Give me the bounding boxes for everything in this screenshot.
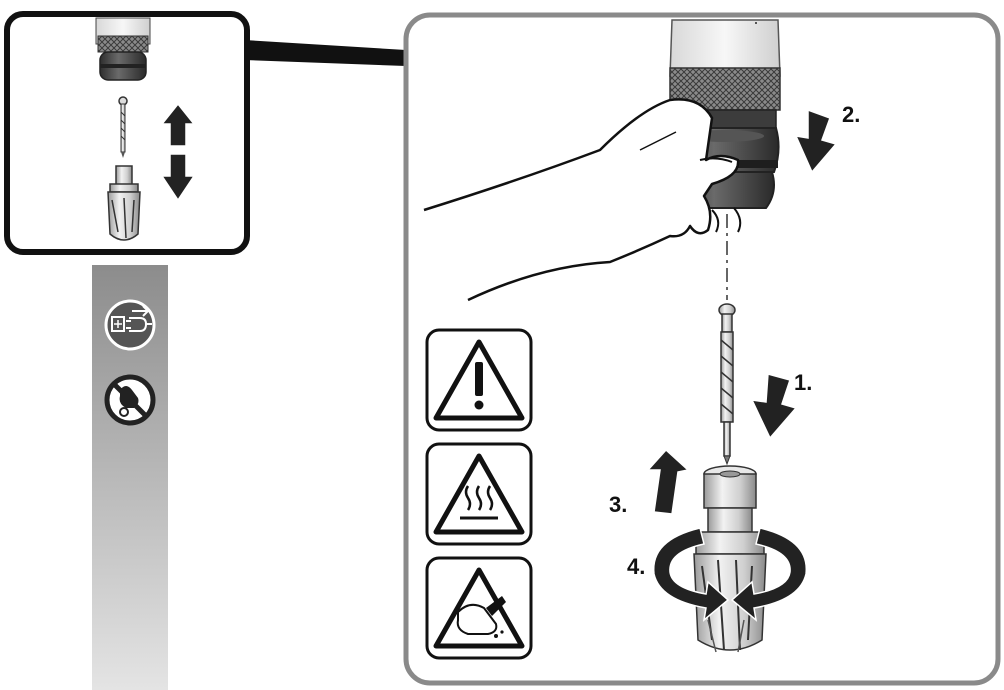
inset-up-down-arrows-icon <box>160 102 196 202</box>
general-warning-icon <box>425 328 533 432</box>
step-4-rotate-arrows-icon <box>653 527 807 622</box>
step-1-down-arrow-icon <box>750 373 798 440</box>
inset-panel <box>4 11 250 255</box>
step-1-label: 1. <box>794 370 813 395</box>
hand-illustration <box>423 98 742 302</box>
step-3-label: 3. <box>609 492 628 517</box>
inset-pilot-pin <box>118 96 128 158</box>
inset-chuck-sleeve <box>95 17 151 81</box>
step-3-up-arrow-icon <box>646 448 690 515</box>
no-touching-icon <box>104 374 156 426</box>
unplug-power-icon <box>104 299 156 351</box>
hot-surface-icon <box>425 442 533 546</box>
inset-core-cutter <box>107 165 141 241</box>
sharp-edges-cut-hazard-icon <box>425 556 533 660</box>
core-cutter <box>693 465 767 653</box>
step-2-label: 2. <box>842 102 861 127</box>
step-2-down-arrow-icon <box>794 108 838 174</box>
pilot-pin <box>718 303 736 466</box>
step-4-label: 4. <box>627 554 646 579</box>
inset-callout-pointer <box>244 40 406 66</box>
